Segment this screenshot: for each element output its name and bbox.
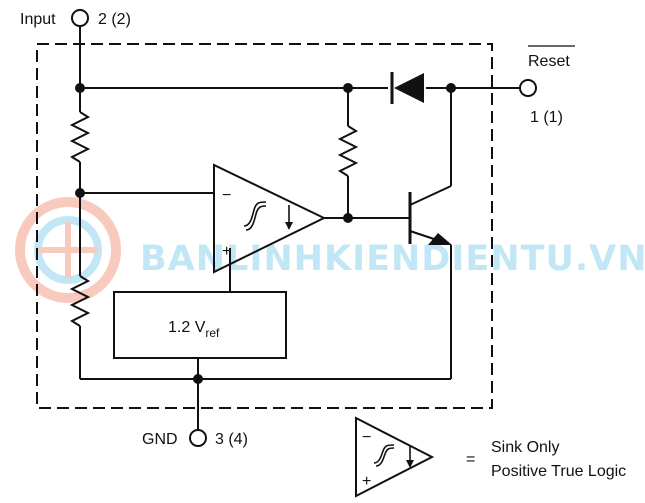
hysteresis-icon — [243, 201, 267, 231]
resistor-icon — [69, 275, 91, 327]
legend-plus-label: + — [362, 473, 371, 490]
legend-line2: Positive True Logic — [491, 463, 626, 480]
sink-arrow-icon — [285, 205, 293, 230]
transistor-icon — [408, 88, 452, 379]
legend-hysteresis-icon — [373, 444, 395, 467]
legend-equals: = — [466, 451, 475, 468]
legend-minus-label: − — [362, 429, 371, 446]
vref-label: 1.2 Vref — [168, 319, 220, 340]
comparator: − + — [213, 163, 327, 274]
input-pin: Input 2 (2) — [20, 9, 131, 28]
input-label: Input — [20, 11, 56, 28]
comparator-minus-label: − — [222, 187, 231, 204]
package-outline — [36, 43, 493, 409]
reset-pin: Reset 1 (1) — [519, 45, 575, 126]
gnd-pin-number: 3 (4) — [215, 431, 248, 448]
legend-line1: Sink Only — [491, 439, 559, 456]
comparator-plus-label: + — [222, 243, 231, 260]
watermark-logo-icon — [15, 197, 121, 303]
resistor-icon — [337, 125, 359, 177]
legend-sink-arrow-icon — [406, 446, 414, 468]
gnd-label: GND — [142, 431, 178, 448]
reset-pin-number: 1 (1) — [530, 109, 563, 126]
resistor-icon — [69, 111, 91, 163]
watermark-text: BANLINHKIENDIENTU.VN — [140, 239, 645, 279]
watermark: BANLINHKIENDIENTU.VN — [15, 197, 645, 303]
diode-icon — [388, 72, 426, 104]
legend-comparator-icon — [355, 416, 435, 498]
input-pin-number: 2 (2) — [98, 11, 131, 28]
gnd-pin: GND 3 (4) — [142, 429, 248, 448]
legend: − + = Sink Only Positive True Logic — [355, 416, 626, 498]
reset-label: Reset — [528, 53, 570, 70]
vref-block: 1.2 Vref — [113, 291, 287, 359]
